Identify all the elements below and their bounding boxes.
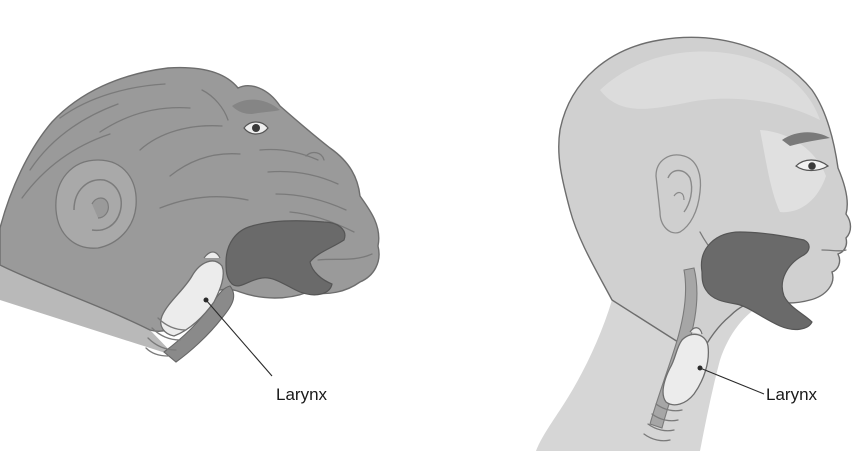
chimp-larynx-leader-line [206, 300, 272, 376]
chimp-larynx-label: Larynx [276, 385, 328, 404]
human-larynx-label: Larynx [766, 385, 818, 404]
chimpanzee-head-illustration [0, 68, 379, 376]
chimp-eye-icon [244, 122, 268, 134]
